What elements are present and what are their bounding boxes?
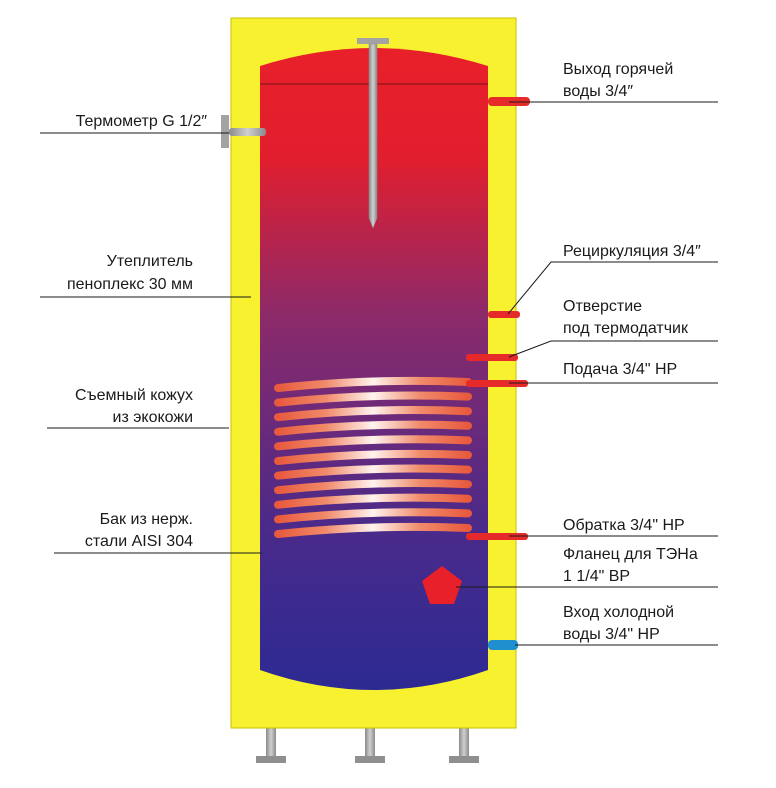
coil-turn — [274, 435, 472, 451]
sensor-pipe — [466, 354, 518, 361]
supply-pipe — [466, 380, 528, 387]
return-pipe — [466, 533, 528, 540]
coil-turn — [274, 522, 472, 538]
label-flange-2: 1 1/4" ВР — [563, 568, 630, 585]
label-insulation-1: Утеплитель — [107, 253, 193, 270]
label-tank-1: Бак из нерж. — [100, 511, 193, 528]
left-labels: Термометр G 1/2″ Утеплитель пеноплекс 30… — [67, 113, 207, 550]
coil-turn — [274, 508, 472, 524]
coil-turn — [274, 406, 472, 422]
coil-turn — [274, 420, 472, 436]
coil-turn — [274, 391, 472, 407]
label-sensor-1: Отверстие — [563, 298, 642, 315]
label-tank-2: стали AISI 304 — [85, 533, 193, 550]
coil-turn — [274, 449, 472, 465]
flange-pentagon — [422, 566, 462, 604]
legs — [256, 728, 479, 763]
label-thermometer: Термометр G 1/2″ — [76, 113, 208, 130]
label-casing-2: из экокожи — [113, 409, 194, 426]
label-flange-1: Фланец для ТЭНа — [563, 546, 698, 563]
label-cold-in-1: Вход холодной — [563, 604, 674, 621]
coil-turn — [274, 493, 472, 509]
label-hot-out-1: Выход горячей — [563, 61, 673, 78]
anode-rod — [357, 38, 389, 229]
recirculation-pipe — [488, 311, 520, 318]
coil-turn — [274, 464, 472, 480]
label-recirculation: Рециркуляция 3/4″ — [563, 243, 701, 260]
leader-lines — [40, 101, 718, 646]
right-labels: Выход горячей воды 3/4″ Рециркуляция 3/4… — [563, 61, 701, 643]
thermometer-port — [221, 115, 266, 148]
label-insulation-2: пеноплекс 30 мм — [67, 276, 193, 293]
label-supply: Подача 3/4" НР — [563, 361, 677, 378]
heat-exchanger-coil — [274, 376, 472, 538]
coil-turn — [274, 376, 472, 392]
coil-turn — [274, 479, 472, 495]
label-sensor-2: под термодатчик — [563, 320, 689, 337]
label-casing-1: Съемный кожух — [75, 387, 193, 404]
cold-water-inlet-pipe — [488, 640, 518, 650]
label-hot-out-2: воды 3/4″ — [563, 83, 633, 100]
label-cold-in-2: воды 3/4" НР — [563, 626, 660, 643]
label-return: Обратка 3/4" НР — [563, 517, 685, 534]
